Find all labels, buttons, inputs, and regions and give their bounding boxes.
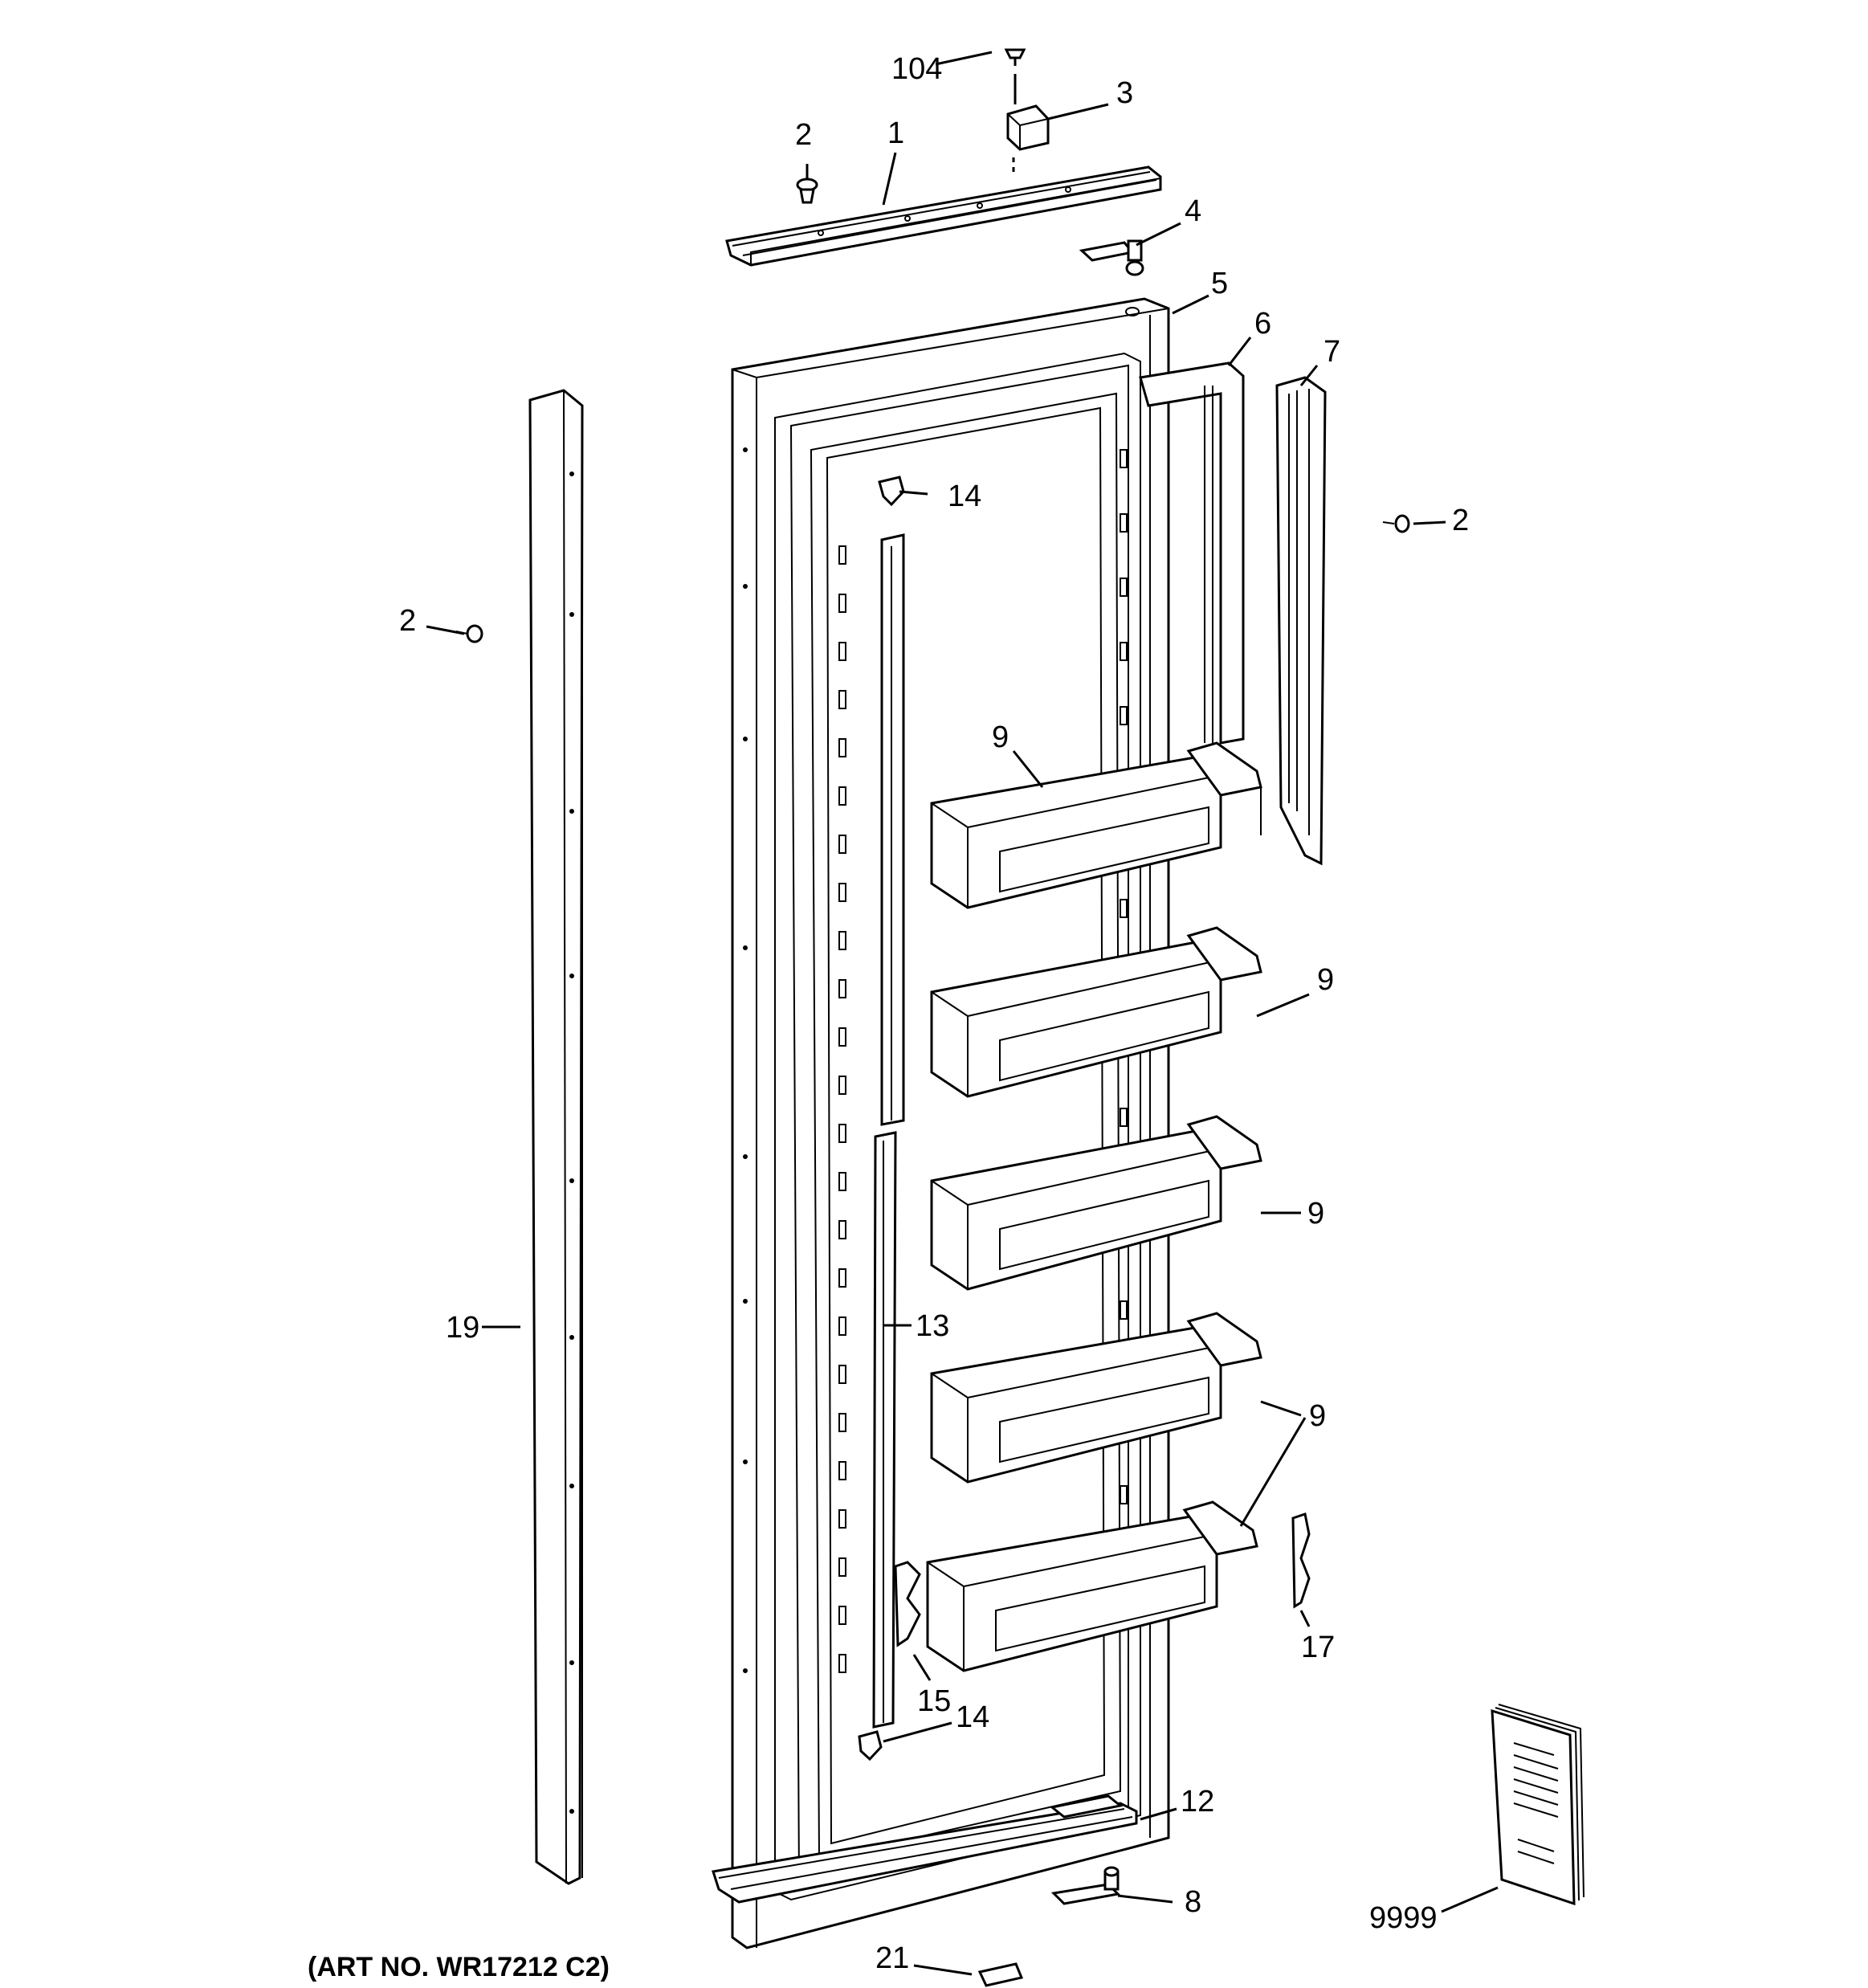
bin-clip-17	[1291, 1512, 1311, 1609]
bracket-21	[977, 1962, 1024, 1987]
callout-6: 6	[1254, 307, 1271, 341]
callout-12: 12	[1181, 1785, 1214, 1819]
shelf-support-rail-13	[872, 533, 905, 1729]
callout-9-bins-4-5: 9	[1309, 1399, 1326, 1433]
door-shell-holes	[743, 447, 748, 1673]
callout-14-bottom: 14	[956, 1700, 989, 1734]
door-handle-trim-19	[528, 389, 584, 1885]
liner-slot-column-right	[1120, 449, 1128, 1504]
callout-4: 4	[1185, 194, 1201, 228]
door-bin-2	[930, 926, 1262, 1098]
hinge-screw-104	[1004, 48, 1026, 66]
owners-manual-9999	[1491, 1704, 1585, 1906]
door-outer-panel-5	[731, 297, 1170, 1949]
door-bin-1	[930, 741, 1262, 909]
callout-2-right: 2	[1452, 504, 1469, 537]
callout-21: 21	[875, 1941, 909, 1975]
door-bin-5	[926, 1500, 1258, 1672]
callout-5: 5	[1211, 267, 1228, 300]
door-bin-3	[930, 1115, 1262, 1291]
callout-2-left: 2	[399, 604, 416, 638]
stop-bumper-14-bottom	[858, 1730, 883, 1761]
door-gasket-6	[1139, 361, 1245, 745]
hinge-trim-7	[1275, 376, 1327, 866]
callout-1: 1	[887, 116, 904, 150]
callout-9-bin-3: 9	[1307, 1197, 1324, 1231]
top-hinge-bracket-3	[1006, 104, 1050, 151]
screw-2-left	[455, 624, 483, 643]
art-number-caption: (ART NO. WR17212 C2)	[308, 1952, 610, 1982]
screw-2-right	[1382, 514, 1410, 533]
top-cap-rail-1	[725, 165, 1162, 267]
bin-clip-15	[894, 1561, 921, 1647]
callout-14-top: 14	[948, 480, 981, 513]
liner-slot-column-left	[838, 545, 846, 1673]
callout-8: 8	[1185, 1885, 1201, 1919]
bottom-hinge-pin-8	[1050, 1866, 1121, 1905]
callout-13: 13	[916, 1309, 949, 1343]
callout-3: 3	[1116, 76, 1133, 110]
callout-2-top: 2	[795, 118, 812, 152]
callout-7: 7	[1324, 335, 1340, 369]
stop-bumper-14-top	[878, 476, 905, 507]
screw-2-top	[796, 164, 818, 204]
leader-lines	[426, 51, 1499, 1976]
callout-15: 15	[917, 1684, 951, 1718]
hinge-pin-4	[1079, 239, 1144, 276]
callout-19: 19	[446, 1311, 479, 1345]
callout-9-bin-2: 9	[1317, 963, 1334, 997]
door-bin-4	[930, 1312, 1262, 1484]
callout-17: 17	[1301, 1631, 1335, 1664]
callout-9-bin-1: 9	[992, 720, 1009, 754]
callout-9999: 9999	[1369, 1901, 1438, 1935]
callout-104: 104	[891, 52, 942, 86]
bottom-cap-rail-12	[712, 1794, 1138, 1904]
